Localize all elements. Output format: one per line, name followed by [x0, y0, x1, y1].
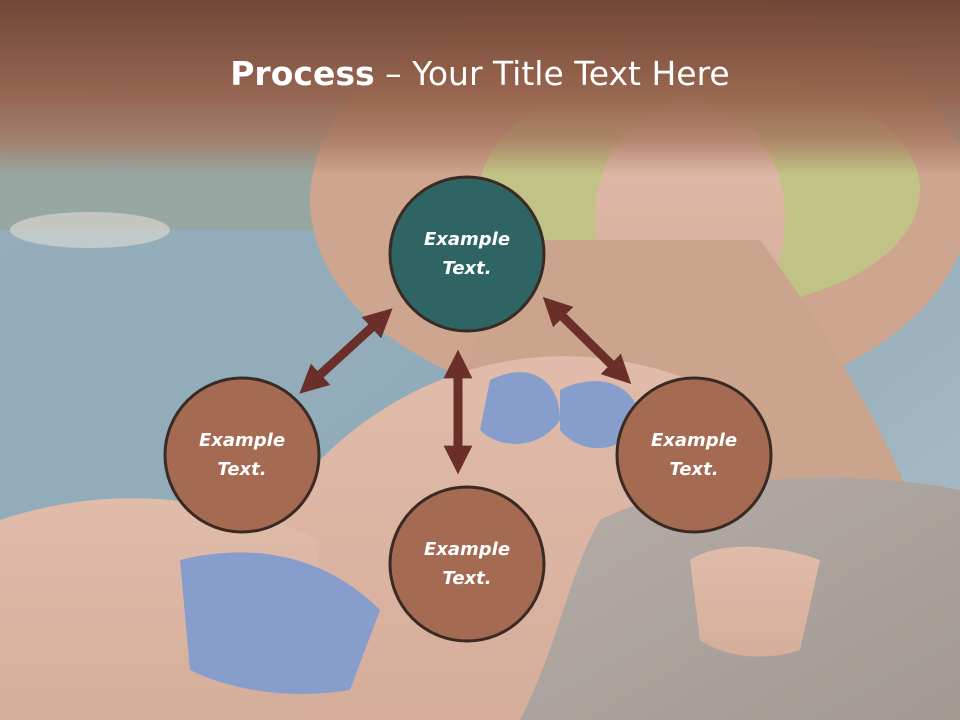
page-title[interactable]: Process – Your Title Text Here — [0, 52, 960, 96]
node-circle-top[interactable] — [388, 175, 546, 333]
node-circle-bottom[interactable] — [388, 485, 546, 643]
title-rest: – Your Title Text Here — [374, 54, 730, 93]
node-label-line2: Text. — [669, 459, 719, 480]
node-label-line1: Example — [423, 229, 511, 250]
node-label-line2: Text. — [442, 258, 492, 279]
node-label-line1: Example — [650, 430, 738, 451]
node-label-line1: Example — [198, 430, 286, 451]
node-label-top: Example Text. — [392, 225, 542, 283]
node-label-line2: Text. — [217, 459, 267, 480]
node-circle-right[interactable] — [615, 376, 773, 534]
title-strong: Process — [230, 54, 375, 93]
node-label-line2: Text. — [442, 568, 492, 589]
arrow-top-left — [299, 308, 393, 394]
node-circle-left[interactable] — [163, 376, 321, 534]
arrow-top-right — [542, 296, 632, 385]
node-label-line1: Example — [423, 539, 511, 560]
node-label-right: Example Text. — [619, 426, 769, 484]
node-label-bottom: Example Text. — [392, 535, 542, 593]
title-band — [0, 0, 960, 175]
node-label-left: Example Text. — [167, 426, 317, 484]
